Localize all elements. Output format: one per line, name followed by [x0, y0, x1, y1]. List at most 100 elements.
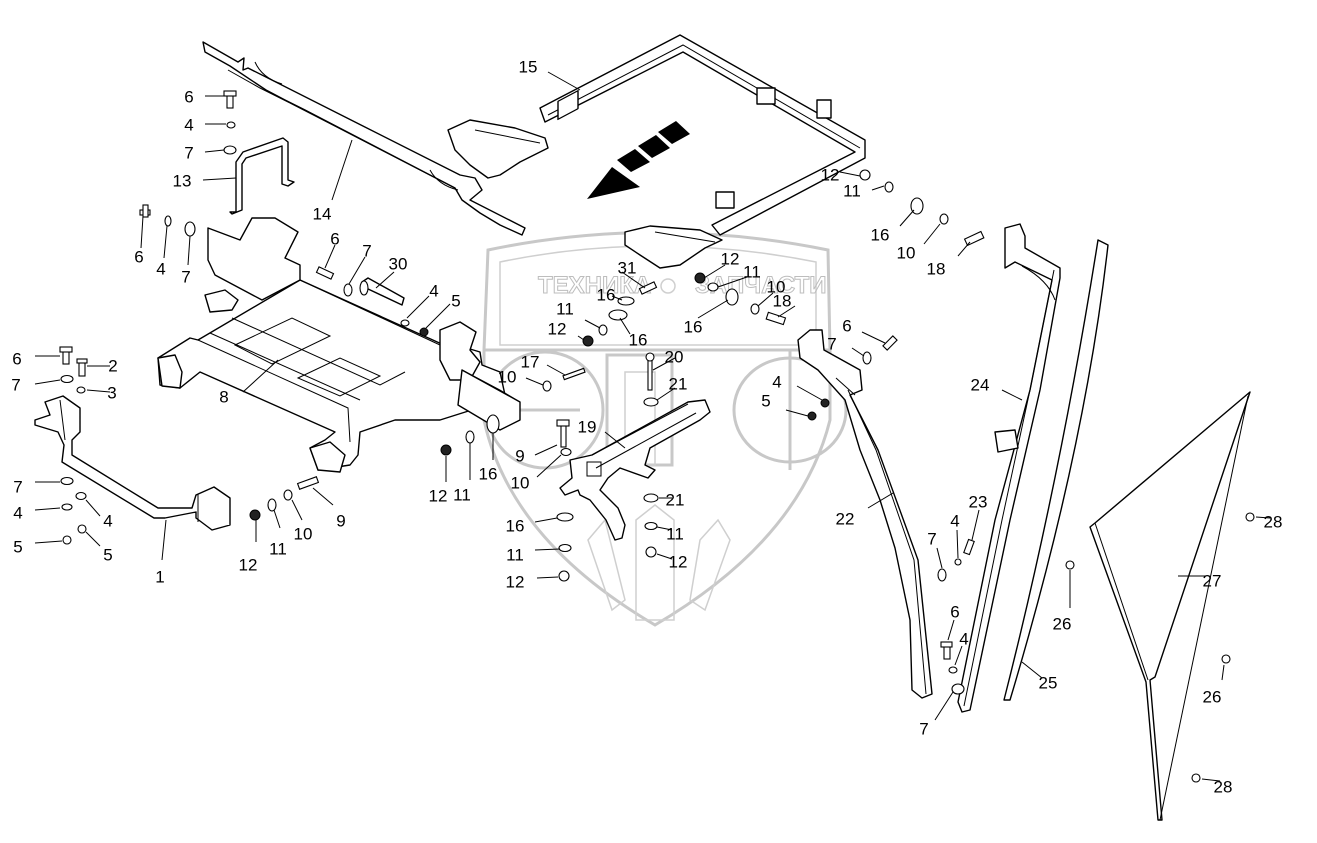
callout-7: 7 [827, 334, 865, 357]
callout-7: 7 [919, 691, 954, 738]
part-number-label: 3 [107, 383, 116, 402]
hardware [59, 90, 1255, 783]
callout-16: 16 [597, 285, 623, 304]
part-number-label: 6 [950, 602, 959, 621]
callout-9: 9 [312, 487, 346, 530]
washer-10-a [750, 303, 760, 315]
gear-icon [660, 278, 676, 294]
bolt-9-b [296, 476, 320, 490]
callout-6: 6 [842, 316, 886, 344]
nut-4-d [820, 398, 830, 408]
part-number-label: 7 [184, 143, 193, 162]
washer-7-b [184, 221, 196, 237]
part-number-label: 16 [479, 464, 498, 483]
part-15-frame [447, 34, 866, 269]
callout-5: 5 [85, 531, 113, 564]
part-number-label: 28 [1264, 512, 1283, 531]
part-number-label: 16 [597, 285, 616, 304]
part-number-label: 4 [13, 503, 22, 522]
nut-5-d [807, 411, 817, 421]
washer-4-h [948, 666, 958, 674]
rivet-28-b [1191, 773, 1201, 783]
nut-12-e [558, 570, 570, 582]
part-24-upright [957, 223, 1061, 713]
part-number-label: 11 [506, 545, 524, 564]
callout-16: 16 [619, 317, 648, 349]
callout-12: 12 [239, 520, 257, 574]
washer-11-b [707, 282, 719, 292]
leader-line [777, 305, 796, 318]
part-13-bracket [229, 137, 295, 215]
watermark-letter-f [732, 350, 848, 470]
rivet-26-a [1065, 560, 1075, 570]
part-number-label: 4 [156, 259, 165, 278]
leader-line [34, 507, 61, 511]
part-number-label: 22 [836, 509, 855, 528]
washer-11-g [267, 498, 277, 512]
callout-1: 1 [155, 519, 167, 586]
part-number-label: 12 [506, 572, 525, 591]
part-number-label: 9 [515, 446, 524, 465]
callout-4: 4 [406, 281, 439, 319]
leader-line [1001, 389, 1023, 401]
callout-22: 22 [836, 492, 894, 528]
washer-21-b [643, 493, 659, 503]
part-number-label: 16 [684, 317, 703, 336]
travel-direction-arrow [587, 121, 690, 199]
part-number-label: 16 [629, 330, 648, 349]
washer-16-a [617, 296, 635, 306]
bolt-9-a [556, 419, 570, 448]
bolt-6-e [882, 335, 898, 351]
washer-7-e [60, 476, 74, 486]
bolt-6-d [59, 346, 73, 365]
callout-15: 15 [519, 57, 581, 91]
callout-18: 18 [927, 241, 971, 278]
part-number-label: 7 [11, 375, 20, 394]
part-number-label: 30 [389, 254, 408, 273]
part-number-label: 12 [429, 486, 448, 505]
callout-7: 7 [927, 529, 943, 569]
leader-line [536, 454, 562, 478]
callout-8: 8 [219, 359, 279, 406]
leader-line [546, 364, 566, 376]
part-number-label: 20 [665, 347, 684, 366]
callout-16: 16 [684, 299, 729, 336]
callout-10: 10 [291, 499, 312, 543]
part-number-label: 7 [13, 477, 22, 496]
rivet-26-b [1221, 654, 1231, 664]
nut-5-a [419, 327, 429, 337]
part-number-label: 11 [843, 181, 861, 200]
bolt-18-a [765, 311, 787, 326]
rivet-28-a [1245, 512, 1255, 522]
leader-line [140, 215, 144, 249]
part-number-label: 7 [919, 719, 928, 738]
part-number-label: 11 [743, 262, 761, 281]
leader-line [656, 553, 673, 560]
callout-26: 26 [1203, 664, 1225, 706]
leader-line [757, 292, 774, 307]
part-19-crossmember [559, 399, 711, 541]
part-number-label: 5 [13, 537, 22, 556]
nut-12-g [249, 509, 261, 521]
part-number-label: 11 [556, 299, 574, 318]
callout-4: 4 [950, 511, 960, 559]
leader-line [187, 235, 191, 266]
callout-12: 12 [656, 552, 687, 571]
callout-28: 28 [1201, 777, 1233, 796]
part-number-label: 4 [950, 511, 959, 530]
part-number-label: 24 [971, 375, 990, 394]
part-number-label: 4 [103, 511, 112, 530]
callout-11: 11 [453, 443, 471, 504]
leader-line [34, 540, 63, 544]
washer-11-e [558, 543, 572, 553]
leader-line [204, 149, 225, 153]
bolt-17 [562, 367, 586, 381]
part-14-rail [202, 41, 526, 236]
part-number-label: 28 [1214, 777, 1233, 796]
washer-7-f [862, 351, 872, 365]
leader-line [956, 529, 959, 559]
callout-12: 12 [506, 572, 559, 591]
callout-4: 4 [772, 372, 823, 401]
leader-line [584, 319, 601, 329]
